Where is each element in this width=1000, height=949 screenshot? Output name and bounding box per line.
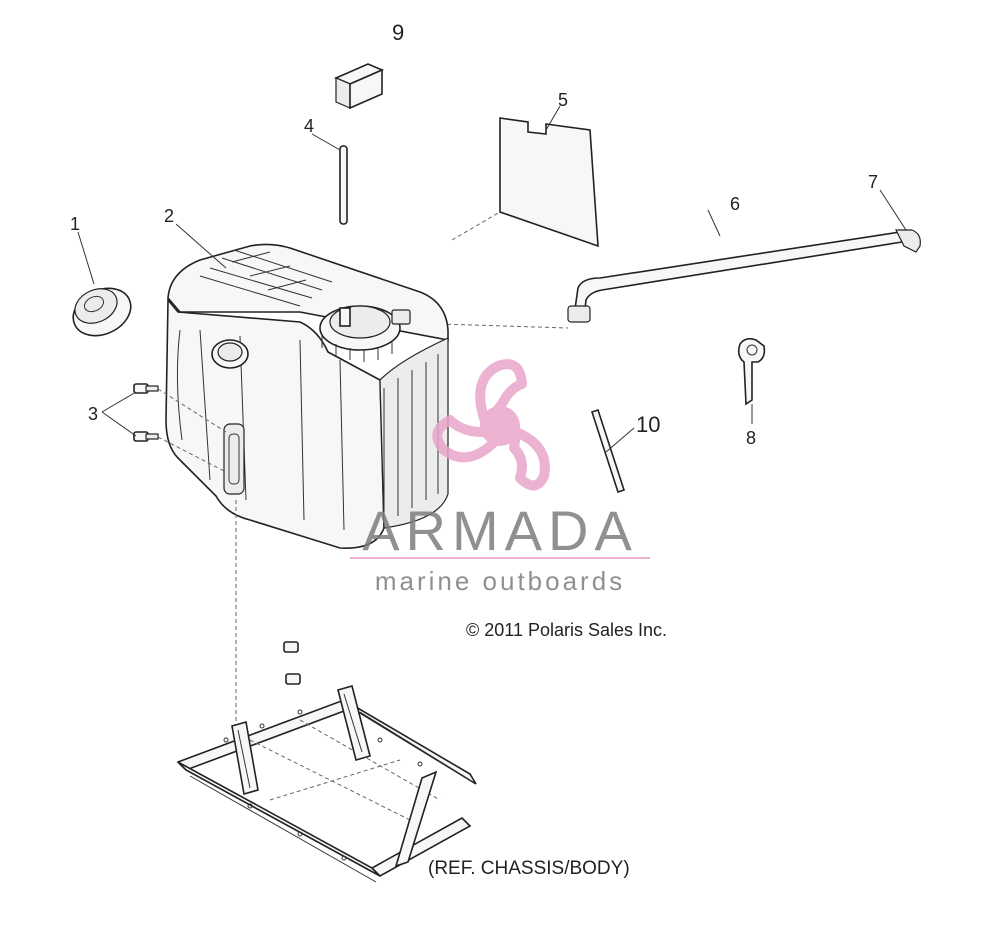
part-1-cap <box>72 231 132 337</box>
callout-5: 5 <box>558 90 568 110</box>
reference-note: (REF. CHASSIS/BODY) <box>428 858 630 879</box>
callout-1: 1 <box>70 214 80 234</box>
part-6-hose <box>439 209 903 329</box>
part-10-strap <box>590 408 635 494</box>
armada-logo: ARMADA marine outboards <box>350 359 650 596</box>
part-9-box <box>333 63 385 110</box>
callout-6: 6 <box>730 194 740 214</box>
callout-7: 7 <box>868 172 878 192</box>
callout-2: 2 <box>164 206 174 226</box>
callout-9: 9 <box>392 20 404 45</box>
copyright-text: © 2011 Polaris Sales Inc. <box>466 620 667 640</box>
chassis-reference <box>176 500 477 883</box>
propeller-icon <box>432 359 550 491</box>
part-4-rod <box>311 133 348 225</box>
watermark-brand: ARMADA <box>362 499 638 562</box>
part-3-bolts <box>101 383 227 473</box>
part-7-fitting <box>879 189 921 253</box>
callout-3: 3 <box>88 404 98 424</box>
part-2-fuel-tank <box>165 223 449 549</box>
part-8-clip <box>737 337 766 424</box>
watermark-tagline: marine outboards <box>375 566 625 596</box>
callout-8: 8 <box>746 428 756 448</box>
part-5-pad <box>451 105 599 248</box>
callout-4: 4 <box>304 116 314 136</box>
callout-10: 10 <box>636 412 660 437</box>
